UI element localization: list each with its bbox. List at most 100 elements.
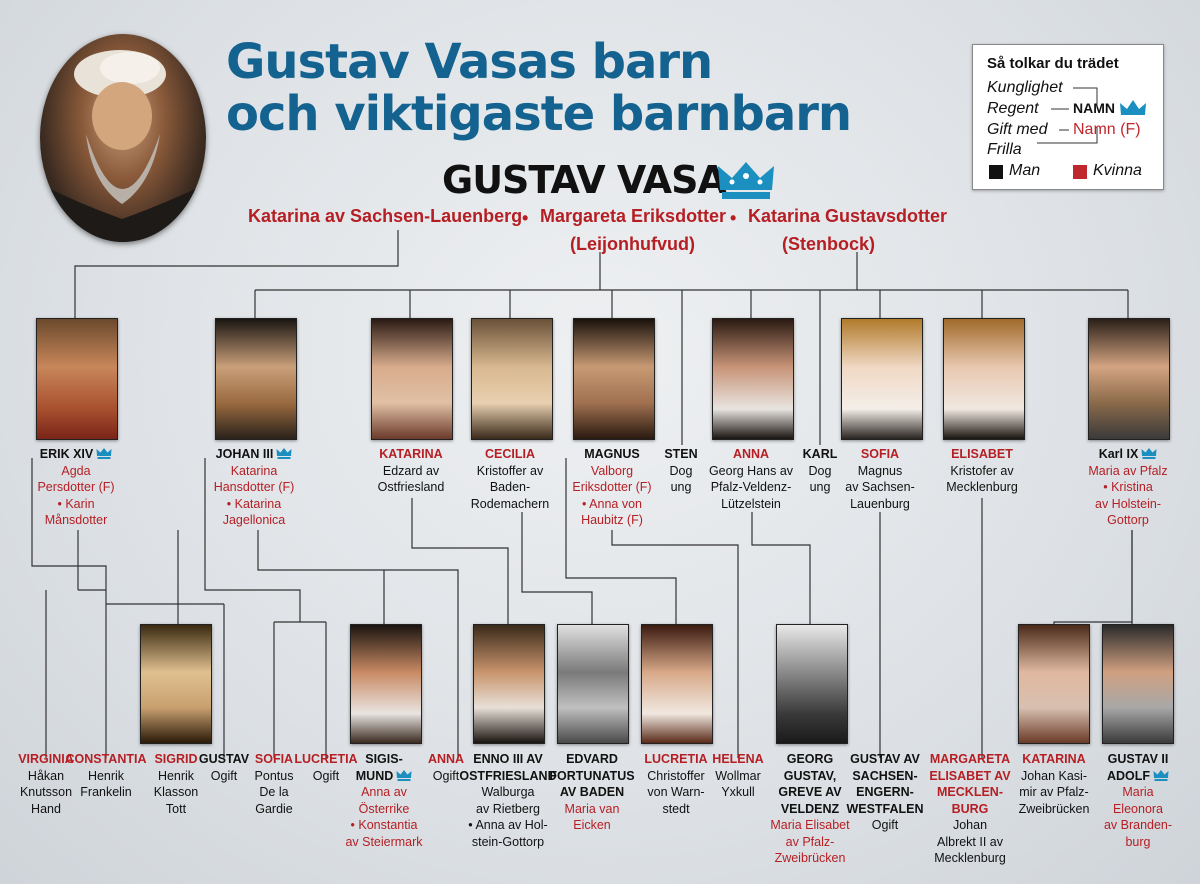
spouse-3-family: (Stenbock) — [782, 234, 876, 254]
person-name: GUSTAV, — [740, 768, 880, 785]
person-detail: Albrekt II av — [937, 834, 1003, 849]
person-detail: Rodemachern — [470, 496, 550, 511]
person-name: SIGIS- — [314, 751, 454, 768]
person-detail: Maria Elisabet — [770, 818, 850, 832]
person-detail: Dog — [808, 463, 832, 478]
page-title: Gustav Vasas barn och viktigaste barnbar… — [226, 34, 852, 140]
separator-dot: • — [730, 208, 737, 228]
person-detail: Lauenburg — [850, 496, 910, 511]
person-name: WESTFALEN — [815, 801, 955, 818]
person-name-text: CONSTANTIA — [65, 752, 147, 766]
person-name: GREVE AV — [740, 784, 880, 801]
person-detail: Ogift — [210, 768, 238, 783]
person-detail: burg — [1125, 834, 1151, 849]
person-detail: • Konstantia — [350, 818, 418, 832]
person-detail: Wollmar — [715, 768, 761, 783]
person-name-text: VIRGINIA — [18, 752, 74, 766]
person-name: MAGNUS — [542, 446, 682, 463]
crown-icon — [1141, 448, 1157, 459]
person-detail: Jagellonica — [222, 513, 286, 527]
person-detail: av Steiermark — [345, 834, 423, 849]
person-name-text: ENNO III AV — [473, 752, 543, 766]
person-name-text: LUCRETIA — [294, 752, 358, 766]
crown-icon — [96, 448, 112, 459]
person-name: GUSTAV AV — [815, 751, 955, 768]
person-detail: Maria — [1122, 785, 1154, 799]
person-detail: Yxkull — [721, 785, 755, 799]
portrait-erik — [36, 318, 118, 440]
person-detail: ung — [670, 480, 692, 494]
person-detail: Edzard av — [382, 463, 440, 478]
crown-icon — [396, 769, 412, 781]
person-detail: Baden- — [489, 480, 531, 494]
person-name-text: LUCRETIA — [644, 752, 708, 766]
person-detail: Ostfriesland — [377, 480, 445, 494]
person-detail: Maria van — [564, 801, 620, 816]
person-name-text: AV BADEN — [559, 785, 625, 799]
person-name: ANNA — [681, 446, 821, 463]
crown-icon — [276, 448, 292, 459]
person-name: MARGARETA — [900, 751, 1040, 768]
person-detail: Eriksdotter (F) — [572, 480, 652, 494]
portrait-georg — [776, 624, 848, 744]
person-detail: Frankelin — [80, 785, 132, 799]
portrait-anna — [712, 318, 794, 440]
person-name-text: GUSTAV II — [1107, 752, 1169, 766]
person-detail: Valborg — [590, 463, 634, 478]
person-name-text: GEORG — [786, 752, 834, 766]
person-detail: De la — [259, 785, 289, 799]
legend-connectors — [1037, 87, 1146, 144]
title-line-1: Gustav Vasas barn — [226, 34, 713, 90]
person-name: BURG — [900, 801, 1040, 818]
portrait-karl9 — [1088, 318, 1170, 440]
person-name: AV BADEN — [522, 784, 662, 801]
person-detail: Kristoffer av — [476, 463, 544, 478]
person-name: GUSTAV II — [1068, 751, 1200, 768]
person-detail: mir av Pfalz- — [1019, 785, 1089, 799]
person-name: OSTFRIESLAND — [438, 768, 578, 785]
person-name-text: GUSTAV, — [783, 768, 837, 783]
person-detail: Johan Kasi- — [1020, 768, 1087, 783]
portrait-edvard — [557, 624, 629, 744]
person-detail: Månsdotter — [44, 513, 108, 527]
legend-man: Man — [1009, 162, 1041, 179]
person-detail: av Sachsen- — [845, 480, 915, 494]
person-detail: av Branden- — [1103, 818, 1173, 832]
person-name: CONSTANTIA — [36, 751, 176, 768]
person-detail: Persdotter (F) — [37, 480, 115, 494]
person-name-text: SIGIS- — [365, 752, 403, 766]
person-detail: Hansdotter (F) — [213, 480, 295, 494]
person-detail: av Holstein- — [1095, 496, 1161, 511]
person-name: SIGRID — [106, 751, 246, 768]
portrait-enno — [473, 624, 545, 744]
portrait-gustav2 — [1102, 624, 1174, 744]
person-name: KATARINA — [984, 751, 1124, 768]
person-name-text: WESTFALEN — [846, 801, 924, 816]
portrait-sigrid — [140, 624, 212, 744]
person-detail: Agda — [61, 463, 91, 478]
person-detail: Kristofer av — [950, 463, 1014, 478]
person-detail: Pfalz-Veldenz- — [710, 480, 792, 494]
portrait-lucretia2 — [641, 624, 713, 744]
legend-mistress: Frilla — [987, 141, 1022, 158]
person-name: FORTUNATUS — [522, 768, 662, 785]
person-detail: Georg Hans av — [708, 463, 794, 478]
person-name: ENNO III AV — [438, 751, 578, 768]
person-name: VIRGINIA — [0, 751, 116, 768]
person-name-text: Karl IX — [1098, 447, 1139, 461]
person-name-text: ANNA — [732, 447, 770, 461]
person-detail: Johan — [952, 818, 988, 832]
portrait-katarina2 — [1018, 624, 1090, 744]
